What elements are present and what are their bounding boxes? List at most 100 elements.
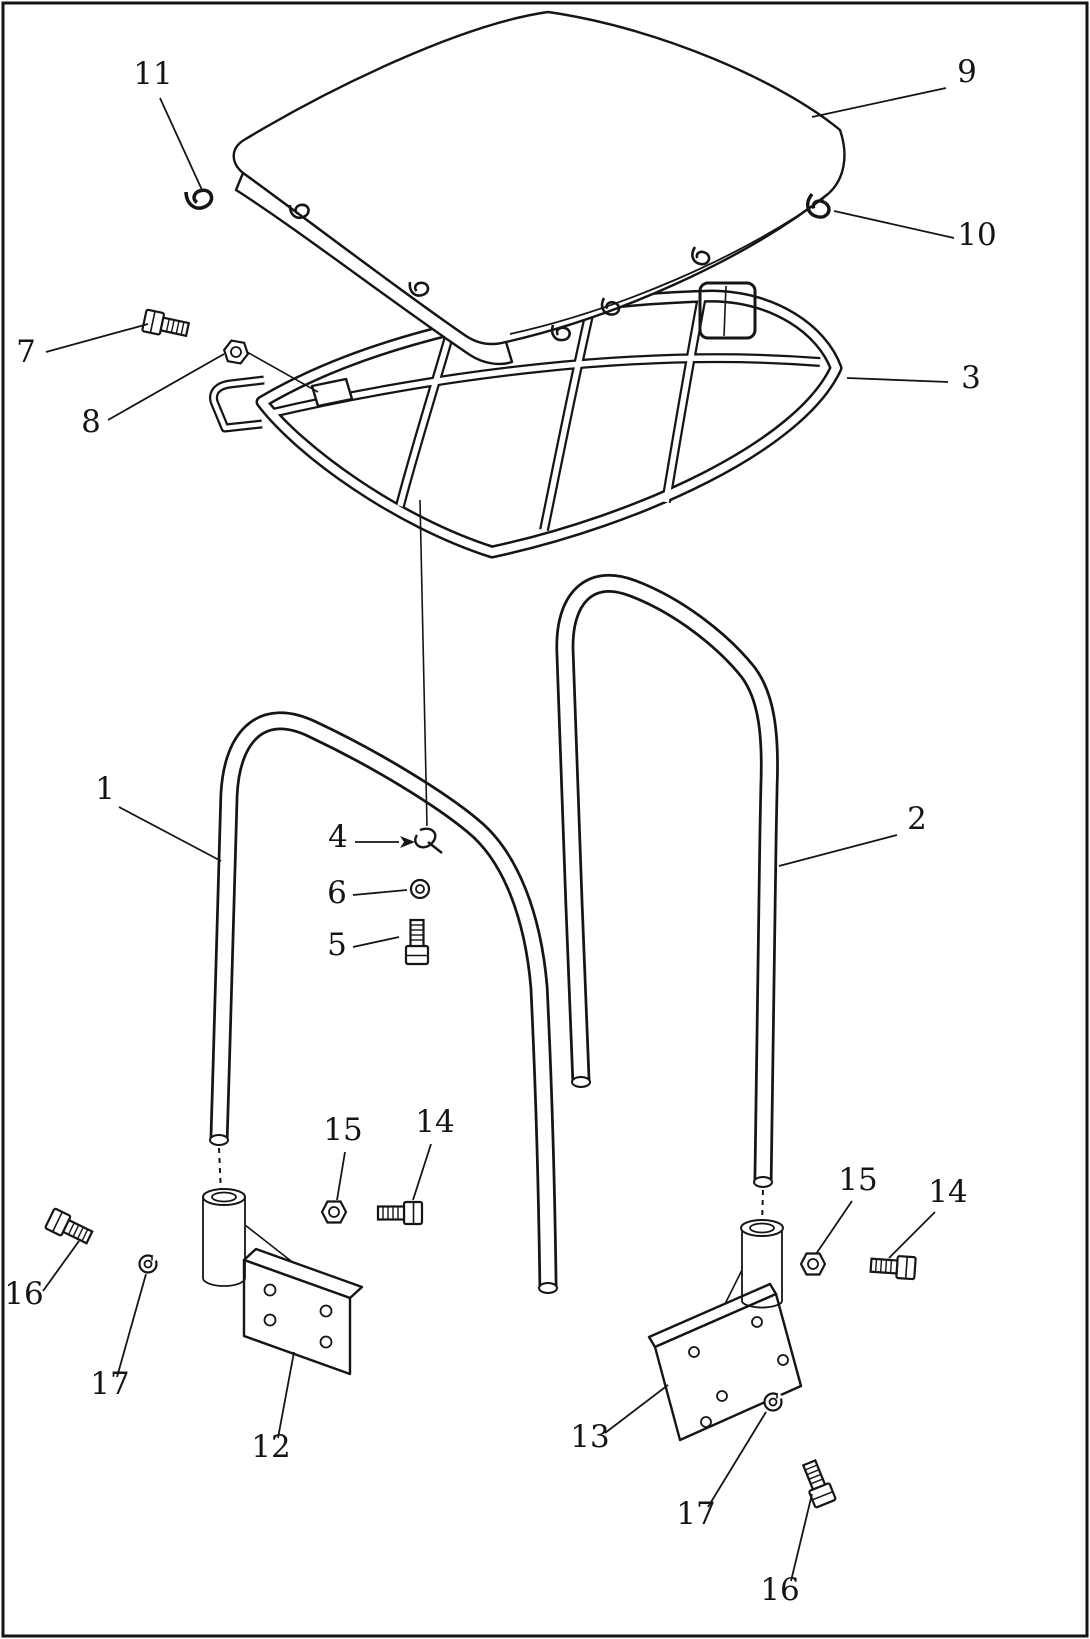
leader-line <box>790 1493 813 1582</box>
bolt-hole <box>751 1316 763 1328</box>
socket-bore <box>749 1222 775 1234</box>
leader-line <box>107 353 225 421</box>
leader-line <box>888 1211 936 1259</box>
leader-line <box>604 1384 669 1434</box>
bolt-part-16-right <box>797 1457 838 1509</box>
leader-line <box>118 806 222 862</box>
callout-12: 12 <box>251 1351 295 1465</box>
bolt-part-14-left <box>376 1200 424 1226</box>
callout-15-right: 15 <box>815 1162 878 1255</box>
callout-15-left: 15 <box>323 1112 363 1201</box>
bolt-part-16-left <box>43 1207 96 1249</box>
callout-7: 7 <box>16 323 149 370</box>
leader-line <box>336 1151 346 1201</box>
right-leg-tube <box>565 583 772 1187</box>
leader-arrowhead <box>400 836 415 848</box>
mounting-bracket-left <box>202 1188 364 1376</box>
callout-17-left: 17 <box>90 1273 147 1402</box>
part-number: 2 <box>907 801 927 837</box>
bolt-part-7 <box>141 308 191 342</box>
frame-top-tab-line <box>723 285 727 337</box>
callout-8: 8 <box>81 353 225 440</box>
part-number: 1 <box>95 771 115 807</box>
part-number: 12 <box>251 1429 290 1465</box>
leader-line <box>352 889 408 896</box>
bolt-hole <box>319 1335 333 1349</box>
canopy-frame <box>214 281 836 552</box>
tube-end-cap <box>209 1134 229 1146</box>
part-number: 14 <box>415 1104 454 1140</box>
leader-line <box>778 834 898 867</box>
part-number: 6 <box>327 875 347 911</box>
nut-part-15-left <box>320 1200 348 1224</box>
callout-4: 4 <box>328 819 415 855</box>
leader-line <box>116 1273 147 1378</box>
callout-2: 2 <box>778 801 927 867</box>
callout-6: 6 <box>327 875 408 911</box>
mounting-bracket-right <box>647 1219 803 1442</box>
part-number: 17 <box>90 1366 129 1402</box>
callout-14-right: 14 <box>888 1174 968 1259</box>
socket-bore <box>211 1191 237 1203</box>
tube-end-cap <box>753 1176 773 1188</box>
bolt-hole <box>777 1354 789 1366</box>
bolt-part-14-right <box>869 1253 917 1281</box>
washer-part-6 <box>409 878 431 900</box>
part-number: 10 <box>957 217 996 253</box>
washer-part-17-right <box>762 1391 784 1413</box>
callout-9: 9 <box>811 54 977 118</box>
leader-line <box>707 1411 767 1508</box>
callout-16-left: 16 <box>4 1240 80 1312</box>
leader-line <box>815 1200 853 1255</box>
socket-bottom <box>202 1277 246 1287</box>
leader-line <box>352 936 400 948</box>
leader-line <box>833 210 955 239</box>
leader-line <box>811 87 947 118</box>
part-number: 13 <box>570 1419 609 1455</box>
leader-line <box>159 97 203 191</box>
part-number: 15 <box>323 1112 362 1148</box>
callout-13: 13 <box>570 1384 669 1455</box>
callout-11: 11 <box>133 56 203 191</box>
washer-part-17-left <box>137 1253 159 1275</box>
nut-part-15-right <box>799 1252 827 1276</box>
callout-16-right: 16 <box>760 1493 813 1608</box>
bolt-hole <box>700 1416 712 1428</box>
callout-10: 10 <box>833 210 997 253</box>
callout-5: 5 <box>327 927 400 963</box>
callout-3: 3 <box>846 360 981 396</box>
bolt-hole <box>319 1304 333 1318</box>
roof-contour-line <box>509 197 825 335</box>
part-number: 7 <box>16 334 36 370</box>
part-number: 3 <box>961 360 981 396</box>
part-number: 16 <box>4 1276 43 1312</box>
assembly-line-left <box>218 1147 222 1195</box>
callout-1: 1 <box>95 771 222 862</box>
leader-line <box>45 323 149 353</box>
callouts: 11 9 10 7 8 3 1 2 <box>4 54 996 1608</box>
callout-14-left: 14 <box>412 1104 455 1201</box>
socket-bottom <box>741 1301 783 1309</box>
bolt-part-5 <box>404 918 430 966</box>
bolt-hole <box>716 1390 728 1402</box>
part-number: 17 <box>676 1496 715 1532</box>
tube-end-cap <box>538 1282 558 1294</box>
roof-outline <box>232 10 846 346</box>
roof-panel <box>183 10 846 366</box>
tube-end-cap <box>571 1076 591 1088</box>
frame-bolt-plate <box>310 377 354 408</box>
left-leg-tube <box>209 721 558 1294</box>
part-number: 8 <box>81 404 101 440</box>
part-number: 14 <box>928 1174 967 1210</box>
leader-line <box>42 1240 80 1292</box>
hardware <box>43 308 917 1509</box>
bolt-hole <box>263 1283 277 1297</box>
part-number: 4 <box>328 819 348 855</box>
frame-top-tab <box>698 281 757 340</box>
part-number: 15 <box>838 1162 877 1198</box>
part-number: 9 <box>957 54 977 90</box>
part-number: 11 <box>133 56 172 92</box>
